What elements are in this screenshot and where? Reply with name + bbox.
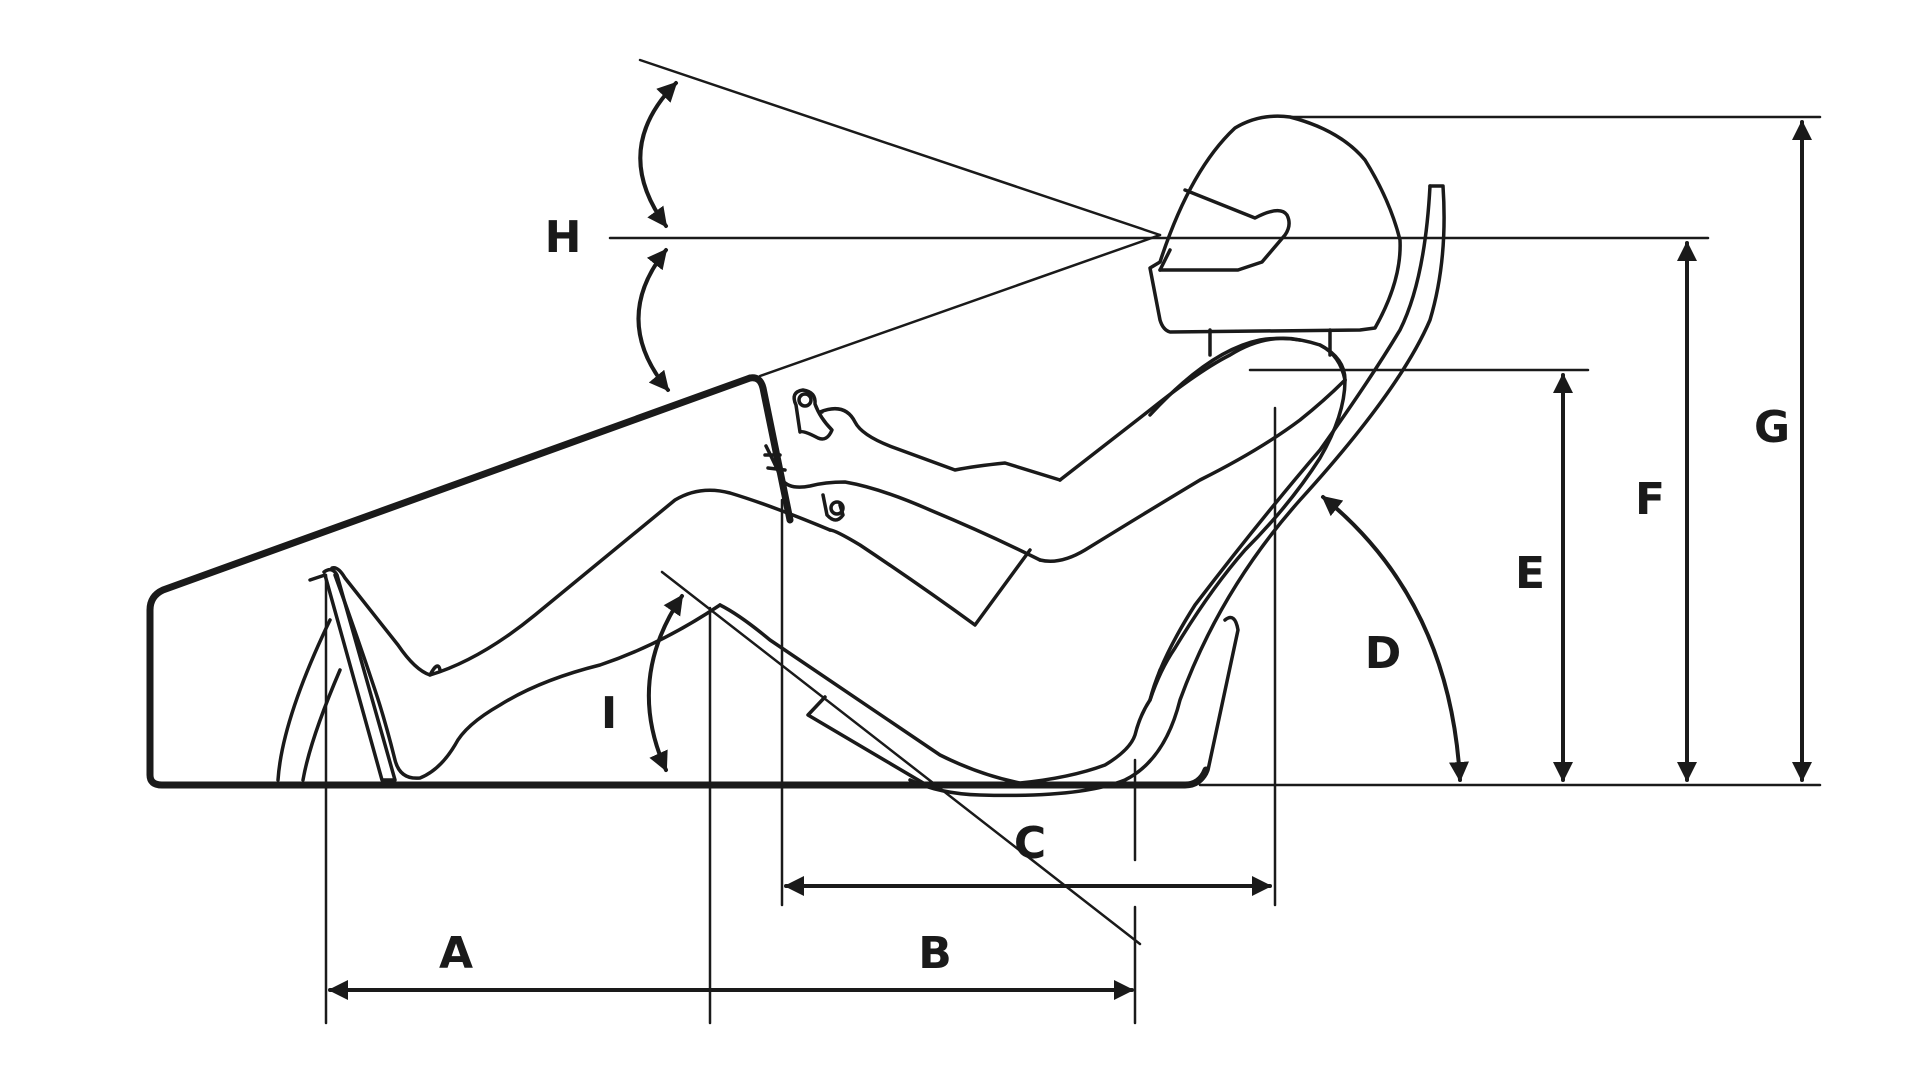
pedal-rear (276, 618, 342, 782)
seat (806, 184, 1446, 798)
steering-knob-bottom (829, 500, 845, 516)
steering-wheel-bottom (821, 493, 845, 522)
dashboard-panel (746, 374, 794, 524)
driver-chest (1058, 336, 1302, 482)
label-g: G (1754, 402, 1790, 453)
driver-neck (1318, 343, 1347, 382)
driver-torso (1038, 336, 1347, 563)
helmet-visor-bottom (1158, 248, 1172, 272)
driver-shin-bottom (333, 573, 722, 780)
seat-back-inner (1148, 184, 1432, 702)
driver-thigh (428, 488, 832, 677)
dimension-i-arc (646, 594, 684, 772)
label-i: I (601, 688, 617, 739)
label-f: F (1635, 474, 1665, 525)
seat-back-shell (908, 184, 1446, 798)
steering-wheel-top (792, 388, 834, 441)
label-d: D (1365, 628, 1402, 679)
driver-buttock (718, 603, 1162, 785)
dimension-labels: A B C D E F G H I (439, 212, 1790, 979)
label-e: E (1515, 548, 1545, 599)
dimension-arrows (328, 81, 1812, 1000)
driver-thigh-lower (828, 528, 1032, 627)
driver-figure (330, 114, 1402, 785)
label-b: B (918, 928, 952, 979)
sight-line-lower (758, 233, 1162, 378)
driver-arm-upper (818, 406, 1062, 482)
label-h: H (545, 212, 582, 263)
sight-line-upper (638, 58, 1162, 237)
helmet (1148, 114, 1402, 334)
label-a: A (439, 928, 473, 979)
steering-column (763, 453, 787, 472)
label-c: C (1014, 818, 1046, 869)
driver-back (1148, 378, 1347, 702)
pedal-front (308, 567, 397, 782)
dimension-d-arc (1321, 495, 1469, 782)
pedals (276, 567, 397, 782)
dimension-h-arc-lower (636, 248, 670, 392)
driver-forearm (764, 444, 1042, 562)
car-body (146, 374, 1210, 789)
reference-lines (324, 58, 1822, 1025)
driver-shin-top (330, 565, 432, 677)
steering-knob-top (797, 392, 813, 408)
thigh-axis-line (660, 570, 1142, 946)
dimension-h-arc-upper (638, 81, 678, 228)
helmet-visor (1158, 188, 1291, 272)
seat-base (1183, 615, 1240, 787)
seat-cushion-rail (806, 695, 932, 789)
car-body-outline (146, 374, 1210, 789)
